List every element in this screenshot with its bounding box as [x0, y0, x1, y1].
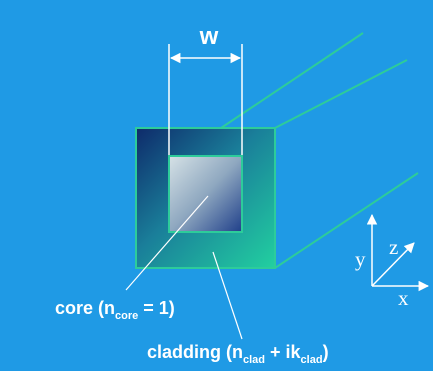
- core-label: core (ncore = 1): [55, 298, 175, 322]
- y-axis-label: y: [355, 247, 366, 271]
- core-square: [168, 155, 243, 233]
- x-axis-label: x: [398, 286, 409, 310]
- extension-line-top-left: [220, 32, 364, 129]
- waveguide-extension-lines: [220, 32, 419, 269]
- width-dimension: [168, 44, 243, 155]
- cladding-block: [135, 127, 276, 269]
- leader-lines: [125, 195, 243, 340]
- core-leader-line: [125, 195, 209, 291]
- extension-line-top-right: [274, 59, 408, 129]
- cladding-leader-line: [212, 251, 243, 340]
- cladding-label: cladding (nclad + ikclad): [147, 342, 329, 366]
- z-axis-label: z: [389, 235, 398, 259]
- coordinate-axes: [366, 213, 430, 292]
- z-axis: [371, 242, 415, 287]
- width-label: w: [199, 23, 219, 50]
- extension-line-bottom-right: [274, 172, 419, 269]
